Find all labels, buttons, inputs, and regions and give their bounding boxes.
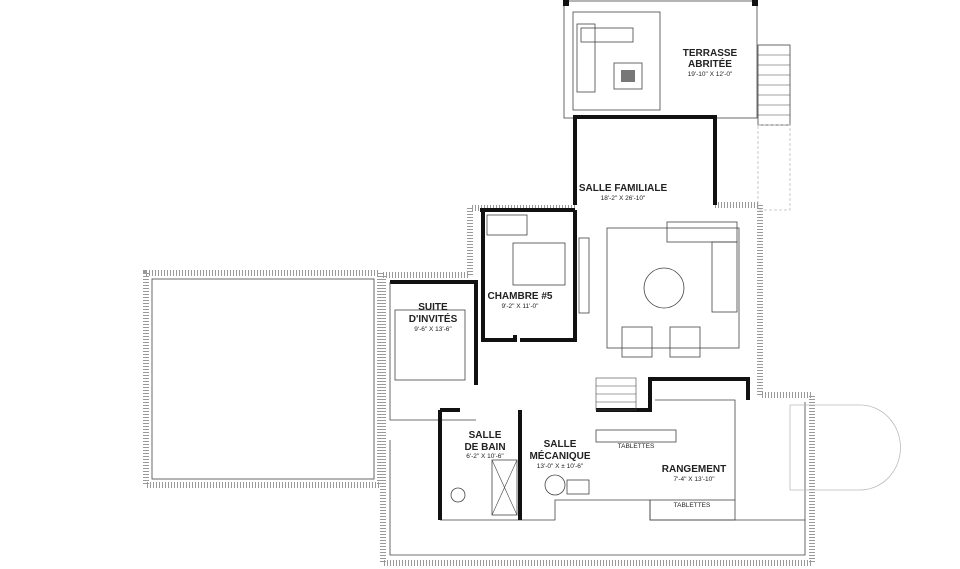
chambre5-label: CHAMBRE #5 <box>487 291 552 302</box>
garage <box>143 270 383 488</box>
salle-bain-label-2: DE BAIN <box>464 442 505 453</box>
room-labels: TERRASSE ABRITÉE 19'-10" X 12'-0" SALLE … <box>409 48 738 509</box>
mecanique-label-1: SALLE <box>544 439 577 450</box>
salle-familiale-label: SALLE FAMILIALE <box>579 183 668 194</box>
desk <box>486 214 528 236</box>
terrasse-label-2: ABRITÉE <box>688 57 732 70</box>
toilet <box>450 487 466 503</box>
suite-label-1: SUITE <box>418 302 448 313</box>
bed-suite <box>394 309 466 381</box>
mecanique-label-2: MÉCANIQUE <box>529 449 590 462</box>
furnace <box>566 479 590 495</box>
rug <box>606 227 740 349</box>
bed-chambre5 <box>512 242 566 286</box>
shower <box>491 459 518 516</box>
tablettes-label: TABLETTES <box>674 502 711 509</box>
chambre5-dim: 9'-2" X 11'-0" <box>502 303 540 310</box>
water-heater <box>544 474 566 496</box>
interior-stairs <box>595 377 637 411</box>
terrasse-label-1: TERRASSE <box>683 48 738 59</box>
salle-familiale-dim: 18'-2" X 26'-10" <box>601 195 646 202</box>
terrasse-dim: 19'-10" X 12'-0" <box>688 71 733 78</box>
furniture <box>394 214 740 516</box>
salle-bain-label-1: SALLE <box>469 430 502 441</box>
tablettes-label: TABLETTES <box>618 443 655 450</box>
suite-dim: 9'-6" X 13'-6" <box>414 326 452 333</box>
outdoor-sofa <box>576 23 596 93</box>
patio <box>789 404 901 491</box>
fire-table <box>613 62 643 90</box>
coffee-table <box>643 267 685 309</box>
mecanique-dim: 13'-0" X ± 10'-6" <box>537 463 584 470</box>
rangement-dim: 7'-4" X 13'-10" <box>673 476 715 483</box>
rangement-label: RANGEMENT <box>662 464 726 475</box>
outdoor-rug <box>572 11 661 111</box>
armchair <box>621 326 653 358</box>
walls <box>389 115 750 521</box>
armchair <box>669 326 701 358</box>
sectional-sofa <box>666 221 738 243</box>
exterior-stairs <box>757 44 791 211</box>
salle-bain-dim: 6'-2" X 10'-6" <box>466 453 504 460</box>
suite-label-2: D'INVITÉS <box>409 312 458 325</box>
tv-unit <box>578 237 590 314</box>
